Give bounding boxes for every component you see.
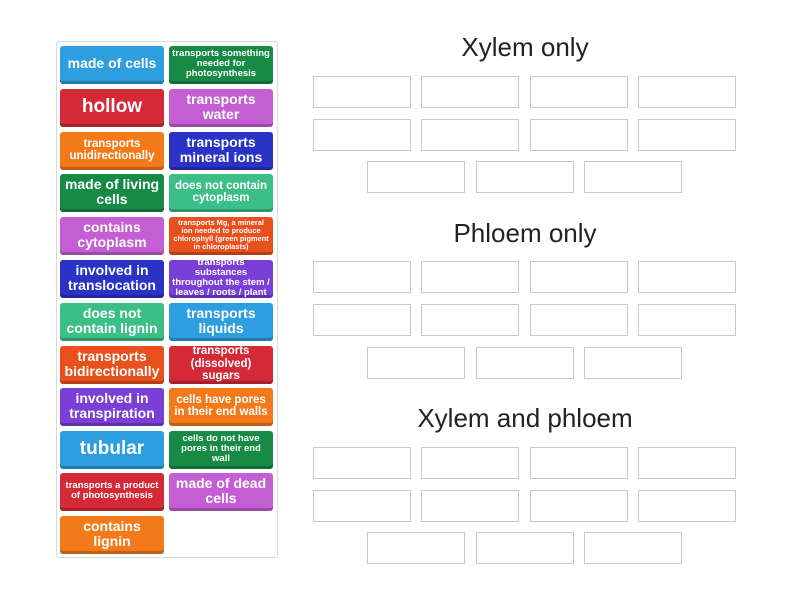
tile-transports-liquids[interactable]: transports liquids bbox=[169, 303, 273, 341]
drop-slot[interactable] bbox=[421, 76, 519, 108]
tile-bank bbox=[56, 41, 278, 558]
drop-slot[interactable] bbox=[313, 447, 411, 479]
drop-slot[interactable] bbox=[530, 304, 628, 336]
drop-slot[interactable] bbox=[367, 532, 465, 564]
drop-slot[interactable] bbox=[584, 161, 682, 193]
tile-involved-in-transpiration[interactable]: involved in transpiration bbox=[60, 388, 164, 426]
drop-slot[interactable] bbox=[313, 490, 411, 522]
tile-hollow[interactable]: hollow bbox=[60, 89, 164, 127]
drop-slot[interactable] bbox=[313, 76, 411, 108]
tile-does-not-contain-lignin[interactable]: does not contain lignin bbox=[60, 303, 164, 341]
drop-slot[interactable] bbox=[421, 261, 519, 293]
group-title-xylem-only: Xylem only bbox=[461, 32, 589, 62]
tile-transports-substances-throughout[interactable]: transports substances throughout the ste… bbox=[169, 260, 273, 298]
drop-slot[interactable] bbox=[367, 347, 465, 379]
tile-made-of-cells[interactable]: made of cells bbox=[60, 46, 164, 84]
tile-cells-have-pores[interactable]: cells have pores in their end walls bbox=[169, 388, 273, 426]
drop-slot[interactable] bbox=[530, 490, 628, 522]
drop-slot[interactable] bbox=[476, 161, 574, 193]
drop-slot[interactable] bbox=[313, 304, 411, 336]
drop-slot[interactable] bbox=[530, 447, 628, 479]
tile-made-of-living-cells[interactable]: made of living cells bbox=[60, 174, 164, 212]
tile-made-of-dead-cells[interactable]: made of dead cells bbox=[169, 473, 273, 511]
drop-slot[interactable] bbox=[421, 447, 519, 479]
drop-slot[interactable] bbox=[638, 119, 736, 151]
tile-transports-mineral-ions[interactable]: transports mineral ions bbox=[169, 132, 273, 170]
drop-slot[interactable] bbox=[530, 119, 628, 151]
drop-slot[interactable] bbox=[530, 261, 628, 293]
drop-slot[interactable] bbox=[421, 490, 519, 522]
drop-slot[interactable] bbox=[638, 261, 736, 293]
drop-slot[interactable] bbox=[313, 119, 411, 151]
drop-slot[interactable] bbox=[584, 532, 682, 564]
drop-slot[interactable] bbox=[476, 532, 574, 564]
tile-transports-dissolved-sugars[interactable]: transports (dissolved) sugars bbox=[169, 346, 273, 384]
drop-slot[interactable] bbox=[313, 261, 411, 293]
tile-transports-bidirectionally[interactable]: transports bidirectionally bbox=[60, 346, 164, 384]
tile-contains-lignin[interactable]: contains lignin bbox=[60, 516, 164, 554]
group-title-xylem-and-phloem: Xylem and phloem bbox=[417, 403, 633, 433]
drop-slot[interactable] bbox=[530, 76, 628, 108]
drop-slot[interactable] bbox=[638, 76, 736, 108]
drop-slot[interactable] bbox=[476, 347, 574, 379]
drop-slot[interactable] bbox=[584, 347, 682, 379]
drop-slot[interactable] bbox=[421, 304, 519, 336]
tile-transports-product-of-photosynthesis[interactable]: transports a product of photosynthesis bbox=[60, 473, 164, 511]
tile-does-not-contain-cytoplasm[interactable]: does not contain cytoplasm bbox=[169, 174, 273, 212]
drop-slot[interactable] bbox=[367, 161, 465, 193]
tile-involved-in-translocation[interactable]: involved in translocation bbox=[60, 260, 164, 298]
tile-contains-cytoplasm[interactable]: contains cytoplasm bbox=[60, 217, 164, 255]
tile-transports-something-needed-for-photosynthesis[interactable]: transports something needed for photosyn… bbox=[169, 46, 273, 84]
tile-tubular[interactable]: tubular bbox=[60, 431, 164, 469]
drop-slot[interactable] bbox=[638, 490, 736, 522]
drop-slot[interactable] bbox=[638, 447, 736, 479]
tile-transports-unidirectionally[interactable]: transports unidirectionally bbox=[60, 132, 164, 170]
tile-cells-do-not-have-pores[interactable]: cells do not have pores in their end wal… bbox=[169, 431, 273, 469]
drop-slot[interactable] bbox=[638, 304, 736, 336]
tile-transports-mg[interactable]: transports Mg, a mineral ion needed to p… bbox=[169, 217, 273, 255]
drop-slot[interactable] bbox=[421, 119, 519, 151]
group-title-phloem-only: Phloem only bbox=[453, 218, 597, 248]
tile-transports-water[interactable]: transports water bbox=[169, 89, 273, 127]
